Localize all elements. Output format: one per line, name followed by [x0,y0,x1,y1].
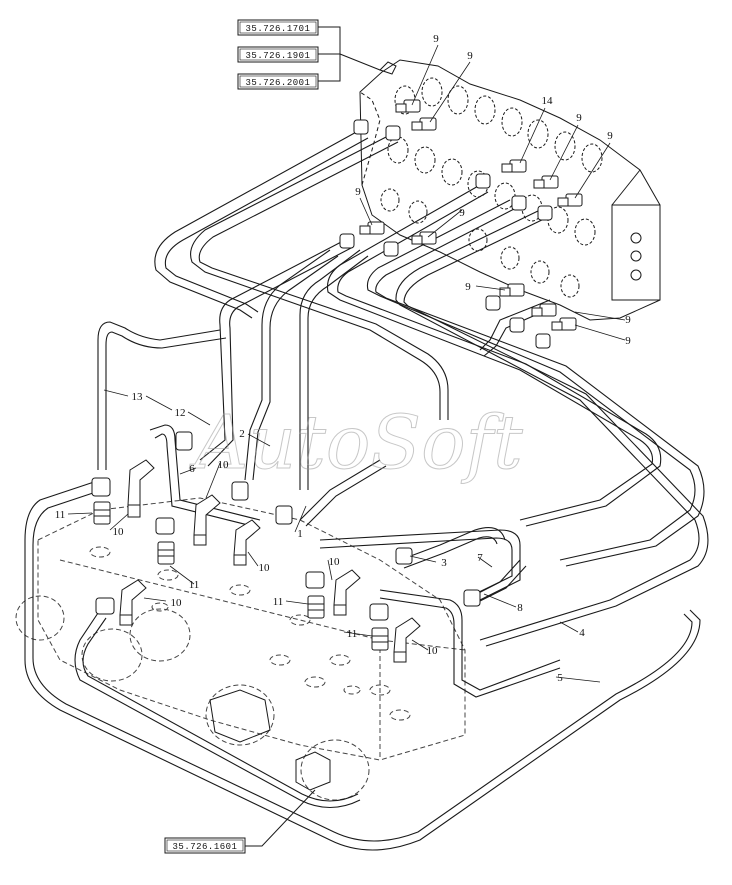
callout-9: 9 [625,314,631,326]
callout-11: 11 [189,579,200,591]
ref-label: 35.726.1601 [173,842,238,852]
callout-3: 3 [441,557,447,569]
elbow-10-c [233,519,261,566]
adapter-11-b [157,541,175,565]
callout-4: 4 [579,627,585,639]
callout-9: 9 [576,112,582,124]
callout-14: 14 [542,95,554,107]
nut-9-g [499,283,525,297]
watermark-text: AutoSoft [189,400,523,486]
callout-10: 10 [329,556,341,568]
callout-5: 5 [557,672,563,684]
callout-9: 9 [467,50,473,62]
elbow-10-b [193,494,221,546]
nut-14 [501,159,527,173]
ref-label: 35.726.2001 [246,78,311,88]
elbow-10-f [119,579,147,626]
nut-9-b [411,117,437,131]
fittings [91,99,583,663]
nut-9-f [411,231,437,245]
callout-11: 11 [347,628,358,640]
elbow-10-a [127,459,155,518]
callout-11: 11 [273,596,284,608]
nut-9-d [557,193,583,207]
callout-8: 8 [517,602,523,614]
upper-valve-block [359,59,661,321]
leader-lines [67,44,626,683]
adapter-11-a [93,501,111,525]
lower-valve-block [15,497,466,801]
callout-2: 2 [239,428,245,440]
callout-7: 7 [477,552,483,564]
nut-9-i [551,317,577,331]
callout-9: 9 [465,281,471,293]
callout-6: 6 [189,463,195,475]
callout-10: 10 [171,597,183,609]
ref-box-top-2: 35.726.1901 [237,46,319,63]
callout-9: 9 [459,207,465,219]
ref-label: 35.726.1901 [246,51,311,61]
adapter-11-c [307,595,325,619]
callout-11: 11 [55,509,66,521]
callout-13: 13 [132,391,144,403]
callout-10: 10 [218,459,230,471]
nut-9-h [531,303,557,317]
nut-9-c [533,175,559,189]
ref-box-bottom: 35.726.1601 [164,789,316,854]
adapter-11-d [371,627,389,651]
ref-box-top-1: 35.726.1701 [237,19,319,36]
elbow-10-d [333,569,361,616]
callout-1: 1 [297,528,303,540]
reference-boxes: 35.726.1701 35.726.1901 35.726.2001 35.7… [164,19,381,854]
callout-9: 9 [625,335,631,347]
nut-9-e [359,221,385,235]
ref-box-top-3: 35.726.2001 [237,73,319,90]
callouts: 9 9 14 9 9 9 9 9 9 9 13 12 2 6 10 11 10 … [55,33,632,684]
callout-9: 9 [607,130,613,142]
ref-box-top-connector [318,26,381,82]
callout-9: 9 [433,33,439,45]
lower-block-solid-edges [209,689,331,791]
callout-10: 10 [113,526,125,538]
nut-9-a [395,99,421,113]
callout-12: 12 [175,407,186,419]
callout-10: 10 [427,645,439,657]
callout-9: 9 [355,186,361,198]
elbow-10-e [393,617,421,663]
callout-10: 10 [259,562,271,574]
hydraulic-tubes [24,129,709,851]
ref-label: 35.726.1701 [246,24,311,34]
